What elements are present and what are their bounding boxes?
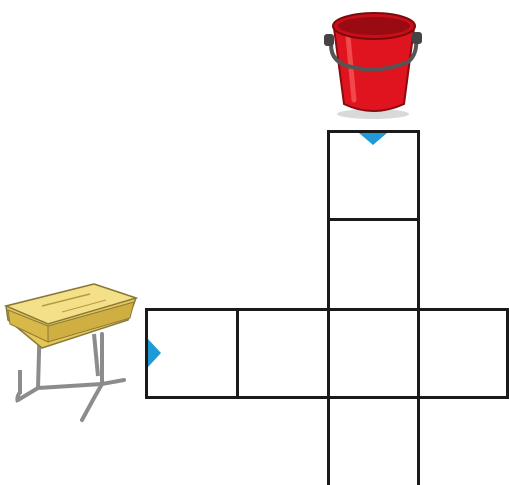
desk-icon bbox=[2, 280, 140, 426]
grid-cell-row-2[interactable] bbox=[236, 308, 330, 399]
start-arrow-icon bbox=[148, 339, 162, 367]
grid-cell-column-2[interactable] bbox=[327, 218, 420, 311]
grid-column-continuation bbox=[327, 396, 420, 485]
bucket-icon bbox=[318, 6, 424, 122]
grid-cell-row-3[interactable] bbox=[327, 308, 420, 399]
end-arrow-icon bbox=[359, 133, 387, 146]
grid-cell-row-4[interactable] bbox=[417, 308, 509, 399]
